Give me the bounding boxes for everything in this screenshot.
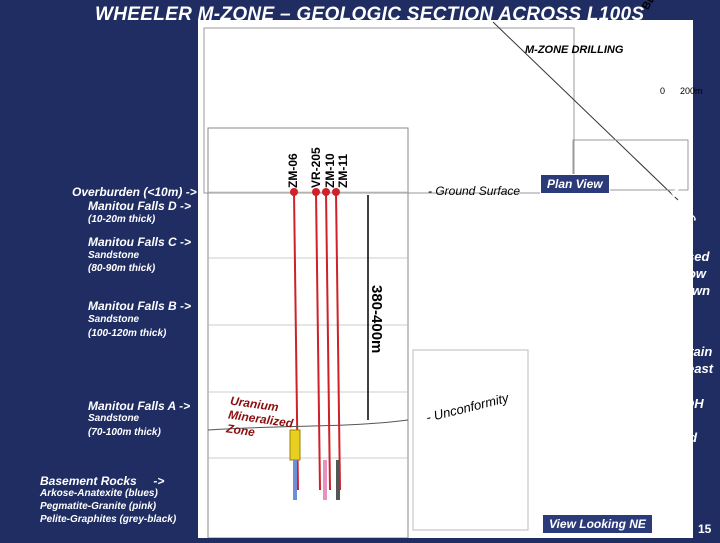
hole-trace-zm11 — [335, 191, 341, 491]
depth-label: 380-400m — [368, 285, 385, 354]
hole-label-vr205: VR-205 — [309, 147, 323, 188]
page-number: 15 — [698, 522, 712, 536]
inset-frame — [203, 27, 575, 194]
cross-section-panel — [198, 20, 693, 539]
basement-strip-blue — [293, 460, 297, 500]
plan-view-button[interactable]: Plan View — [540, 174, 610, 194]
unit-basement: Basement Rocks -> — [40, 474, 165, 488]
collar-zm10 — [322, 188, 330, 196]
unit-basement-pelite: Pelite-Graphites (grey-black) — [40, 514, 177, 525]
unit-mf-c-rock: Sandstone — [88, 250, 140, 261]
scale-bar — [580, 485, 660, 503]
unit-mf-c-thickness: (80-90m thick) — [88, 263, 156, 274]
inset-scale-end: 200m — [680, 86, 703, 96]
uranium-zone-label: Uranium Mineralized Zone — [225, 394, 296, 445]
scale-bar-zero: 0 — [582, 491, 589, 503]
ground-surface-label: - Ground Surface — [428, 184, 521, 198]
view-looking-ne-button[interactable]: View Looking NE — [542, 514, 653, 534]
inset-legend-box — [572, 139, 689, 191]
unit-basement-pegmatite: Pegmatite-Granite (pink) — [40, 501, 157, 512]
hole-label-zm10: ZM-10 — [323, 153, 337, 188]
page-title: WHEELER M-ZONE – GEOLOGIC SECTION ACROSS… — [95, 4, 645, 25]
unit-basement-arkose: Arkose-Anatexite (blues) — [40, 488, 158, 499]
legend-column — [412, 349, 529, 531]
unit-mf-b: Manitou Falls B -> — [88, 299, 192, 313]
unit-mf-d: Manitou Falls D -> — [88, 199, 192, 213]
cross-section-drawing — [203, 21, 689, 539]
unit-mf-b-rock: Sandstone — [88, 314, 140, 325]
collar-vr205 — [312, 188, 320, 196]
hole-label-zm11: ZM-11 — [336, 153, 350, 188]
collar-zm11 — [332, 188, 340, 196]
hole-label-zm06: ZM-06 — [286, 153, 300, 188]
unconformity-line — [207, 419, 409, 431]
basement-strip-pink — [323, 460, 327, 500]
unit-mf-a-thickness: (70-100m thick) — [88, 427, 161, 438]
hole-trace-zm10 — [325, 191, 331, 491]
unit-mf-c: Manitou Falls C -> — [88, 235, 192, 249]
inset-scale-zero: 0 — [660, 86, 666, 96]
note-1: § Known Geology is based on drilling Alo… — [544, 249, 711, 315]
scale-bar-end: 50m — [620, 491, 643, 503]
collar-zm06 — [290, 188, 298, 196]
hole-trace-vr205 — [315, 191, 321, 491]
note-3: § M-zone consists of DDH Intersections a… — [544, 396, 704, 479]
scale-bar-graphic — [582, 493, 655, 495]
unit-mf-a: Manitou Falls A -> — [88, 399, 191, 413]
notes-title: GEOLOGIC NOTES — [542, 220, 661, 235]
inset-title: M-ZONE DRILLING — [525, 44, 624, 56]
unit-mf-d-thickness: (10-20m thick) — [88, 214, 156, 225]
elevation-gridlines — [208, 191, 408, 459]
basement-strip-grey — [336, 460, 340, 500]
unit-overburden: Overburden (<10m) -> — [72, 185, 197, 199]
note-2: § Basement Dips Uncertain – possibly Ste… — [544, 344, 714, 376]
unit-mf-a-rock: Sandstone — [88, 413, 140, 424]
unit-mf-b-thickness: (100-120m thick) — [88, 328, 167, 339]
baseline-line — [492, 21, 679, 201]
